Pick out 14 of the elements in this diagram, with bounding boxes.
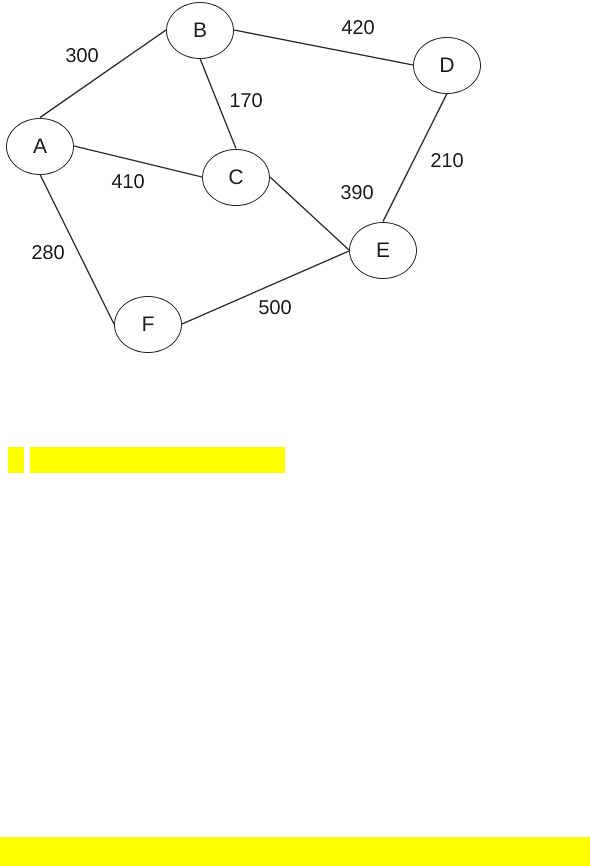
connector-line: [39, 174, 115, 324]
connector-line: [234, 29, 414, 66]
node-label: C: [228, 166, 244, 188]
node-label: E: [376, 240, 390, 260]
node-label: F: [142, 314, 154, 334]
node-label: D: [439, 54, 455, 76]
node-label: A: [32, 136, 47, 156]
node-label: B: [192, 20, 207, 40]
connector-line: [74, 145, 202, 178]
connector-line: [270, 176, 350, 251]
connector-line: [382, 93, 448, 222]
connector-line: [182, 250, 350, 325]
connector-line: [199, 58, 237, 149]
connector-line: [40, 29, 166, 118]
